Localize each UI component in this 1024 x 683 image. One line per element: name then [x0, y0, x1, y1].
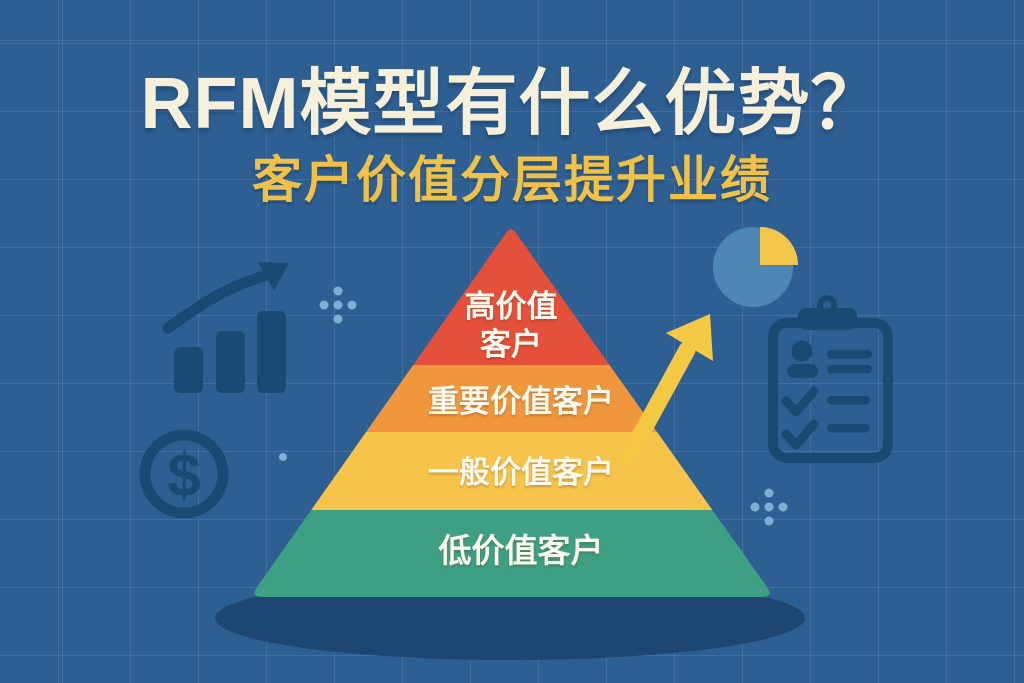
- dot-cluster-right: [750, 488, 788, 526]
- tier-label-high-line1: 高价值: [464, 289, 558, 324]
- tier-label-low: 低价值客户: [438, 532, 604, 569]
- customer-checklist-icon: [768, 295, 893, 463]
- dollar-symbol: $: [167, 442, 200, 509]
- dollar-coin-icon: $: [139, 429, 229, 519]
- page-subtitle: 客户价值分层提升业绩: [252, 152, 772, 208]
- tier-label-important: 重要价值客户: [428, 384, 614, 419]
- page-title: RFM模型有什么优势？: [140, 64, 884, 144]
- person-icon: [791, 340, 813, 362]
- pie-chart-icon: [713, 227, 798, 307]
- growth-arrow-icon: [619, 314, 713, 467]
- tier-label-high: 高价值 客户: [361, 288, 661, 364]
- bar-chart-growth-icon: [162, 262, 289, 393]
- checkmark-icon: [781, 419, 819, 450]
- checkmark-icon: [781, 386, 819, 417]
- tier-label-high-line2: 客户: [480, 327, 542, 362]
- pyramid-tier-low: [254, 510, 770, 597]
- dot-cluster-left: [319, 286, 357, 324]
- tier-label-general: 一般价值客户: [428, 455, 614, 490]
- dot-single: [279, 453, 287, 461]
